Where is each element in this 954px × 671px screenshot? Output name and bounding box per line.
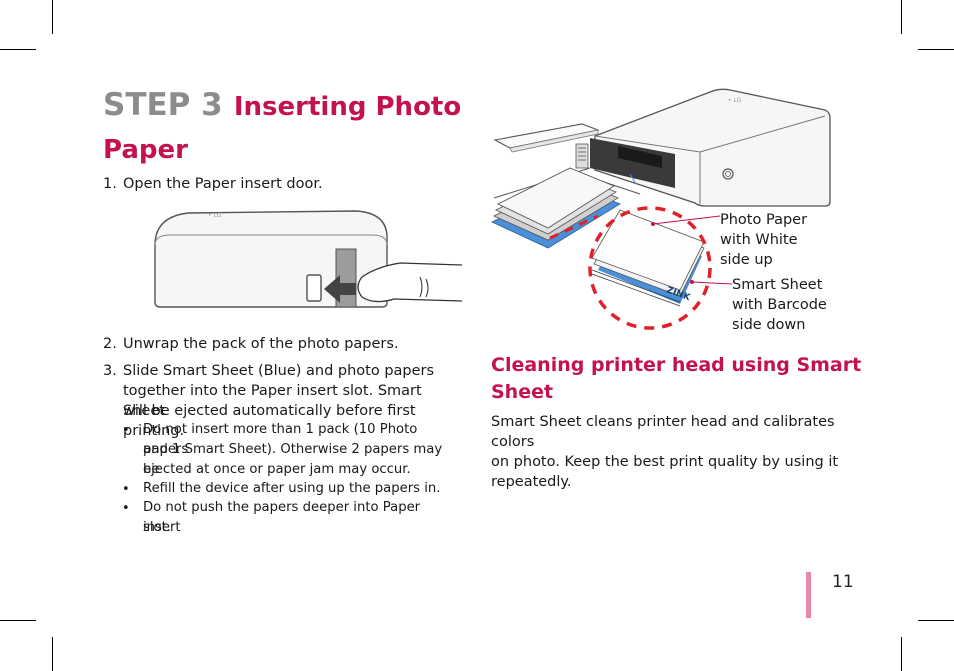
step-text-2: Unwrap the pack of the photo papers.	[123, 336, 399, 352]
crop-mark	[52, 0, 53, 34]
crop-mark	[0, 620, 36, 621]
callout-line: Photo Paper	[720, 212, 808, 228]
paragraph-line: repeatedly.	[491, 474, 572, 490]
logo-icon: • LG	[208, 212, 222, 219]
bullet-icon: •	[122, 482, 130, 497]
logo-icon: • LG	[728, 97, 742, 104]
svg-text:• LG: • LG	[728, 97, 742, 104]
callout-line: with White	[720, 232, 798, 248]
insert-paper-illustration: • LG ZINK	[491, 88, 831, 330]
callout-line: with Barcode	[732, 297, 827, 313]
page-number: 11	[832, 572, 854, 592]
callout-line: side up	[720, 252, 773, 268]
bullet-text-1-line3: ejected at once or paper jam may occur.	[143, 462, 411, 477]
door-latch-icon	[306, 274, 322, 302]
photo-paper-callout: Photo Paper with White side up	[720, 210, 807, 270]
page-number-bar	[806, 572, 811, 618]
step-number-2: 2.	[103, 336, 117, 352]
step-text-3-line1: Slide Smart Sheet (Blue) and photo paper…	[123, 363, 435, 379]
step-title-line1: Inserting Photo	[233, 92, 462, 122]
bullet-text-3-line1: Do not push the papers deeper into Paper…	[143, 500, 421, 535]
bullet-text-2: Refill the device after using up the pap…	[143, 481, 441, 496]
power-button-icon	[722, 168, 734, 180]
crop-mark	[901, 0, 902, 34]
page-title: STEP 3 Inserting Photo Paper	[103, 84, 463, 170]
crop-mark	[918, 620, 954, 621]
bullet-text-3-line2: slot.	[143, 520, 171, 535]
step-text-3-line2: together into the Paper insert slot. Sma…	[123, 383, 422, 419]
crop-mark	[0, 49, 36, 50]
cleaning-heading-line2: Sheet	[491, 381, 554, 403]
step-text-1: Open the Paper insert door.	[123, 176, 323, 192]
open-door-illustration: • LG	[154, 210, 463, 308]
cleaning-heading: Cleaning printer head using Smart Sheet	[491, 352, 871, 406]
cleaning-heading-line1: Cleaning printer head using Smart	[491, 354, 862, 376]
bullet-text-1-line2: and 1 Smart Sheet). Otherwise 2 papers m…	[143, 442, 443, 477]
step-text-3-line3: will be ejected automatically before fir…	[123, 403, 416, 439]
paragraph-line: on photo. Keep the best print quality by…	[491, 454, 839, 470]
bullet-icon: •	[122, 423, 130, 438]
callout-line: side down	[732, 317, 806, 333]
paragraph-line: Smart Sheet cleans printer head and cali…	[491, 414, 835, 450]
step-title-line2: Paper	[103, 135, 188, 165]
step-number-3: 3.	[103, 363, 117, 379]
callout-line: Smart Sheet	[732, 277, 823, 293]
smart-sheet-callout: Smart Sheet with Barcode side down	[732, 275, 827, 335]
crop-mark	[52, 637, 53, 671]
svg-text:• LG: • LG	[208, 212, 222, 219]
bullet-icon: •	[122, 501, 130, 516]
crop-mark	[918, 49, 954, 50]
step-number: STEP 3	[103, 87, 223, 123]
crop-mark	[901, 637, 902, 671]
bullet-text-1-line1: Do not insert more than 1 pack (10 Photo…	[143, 422, 418, 457]
cleaning-paragraph: Smart Sheet cleans printer head and cali…	[491, 412, 861, 492]
step-number-1: 1.	[103, 176, 117, 192]
